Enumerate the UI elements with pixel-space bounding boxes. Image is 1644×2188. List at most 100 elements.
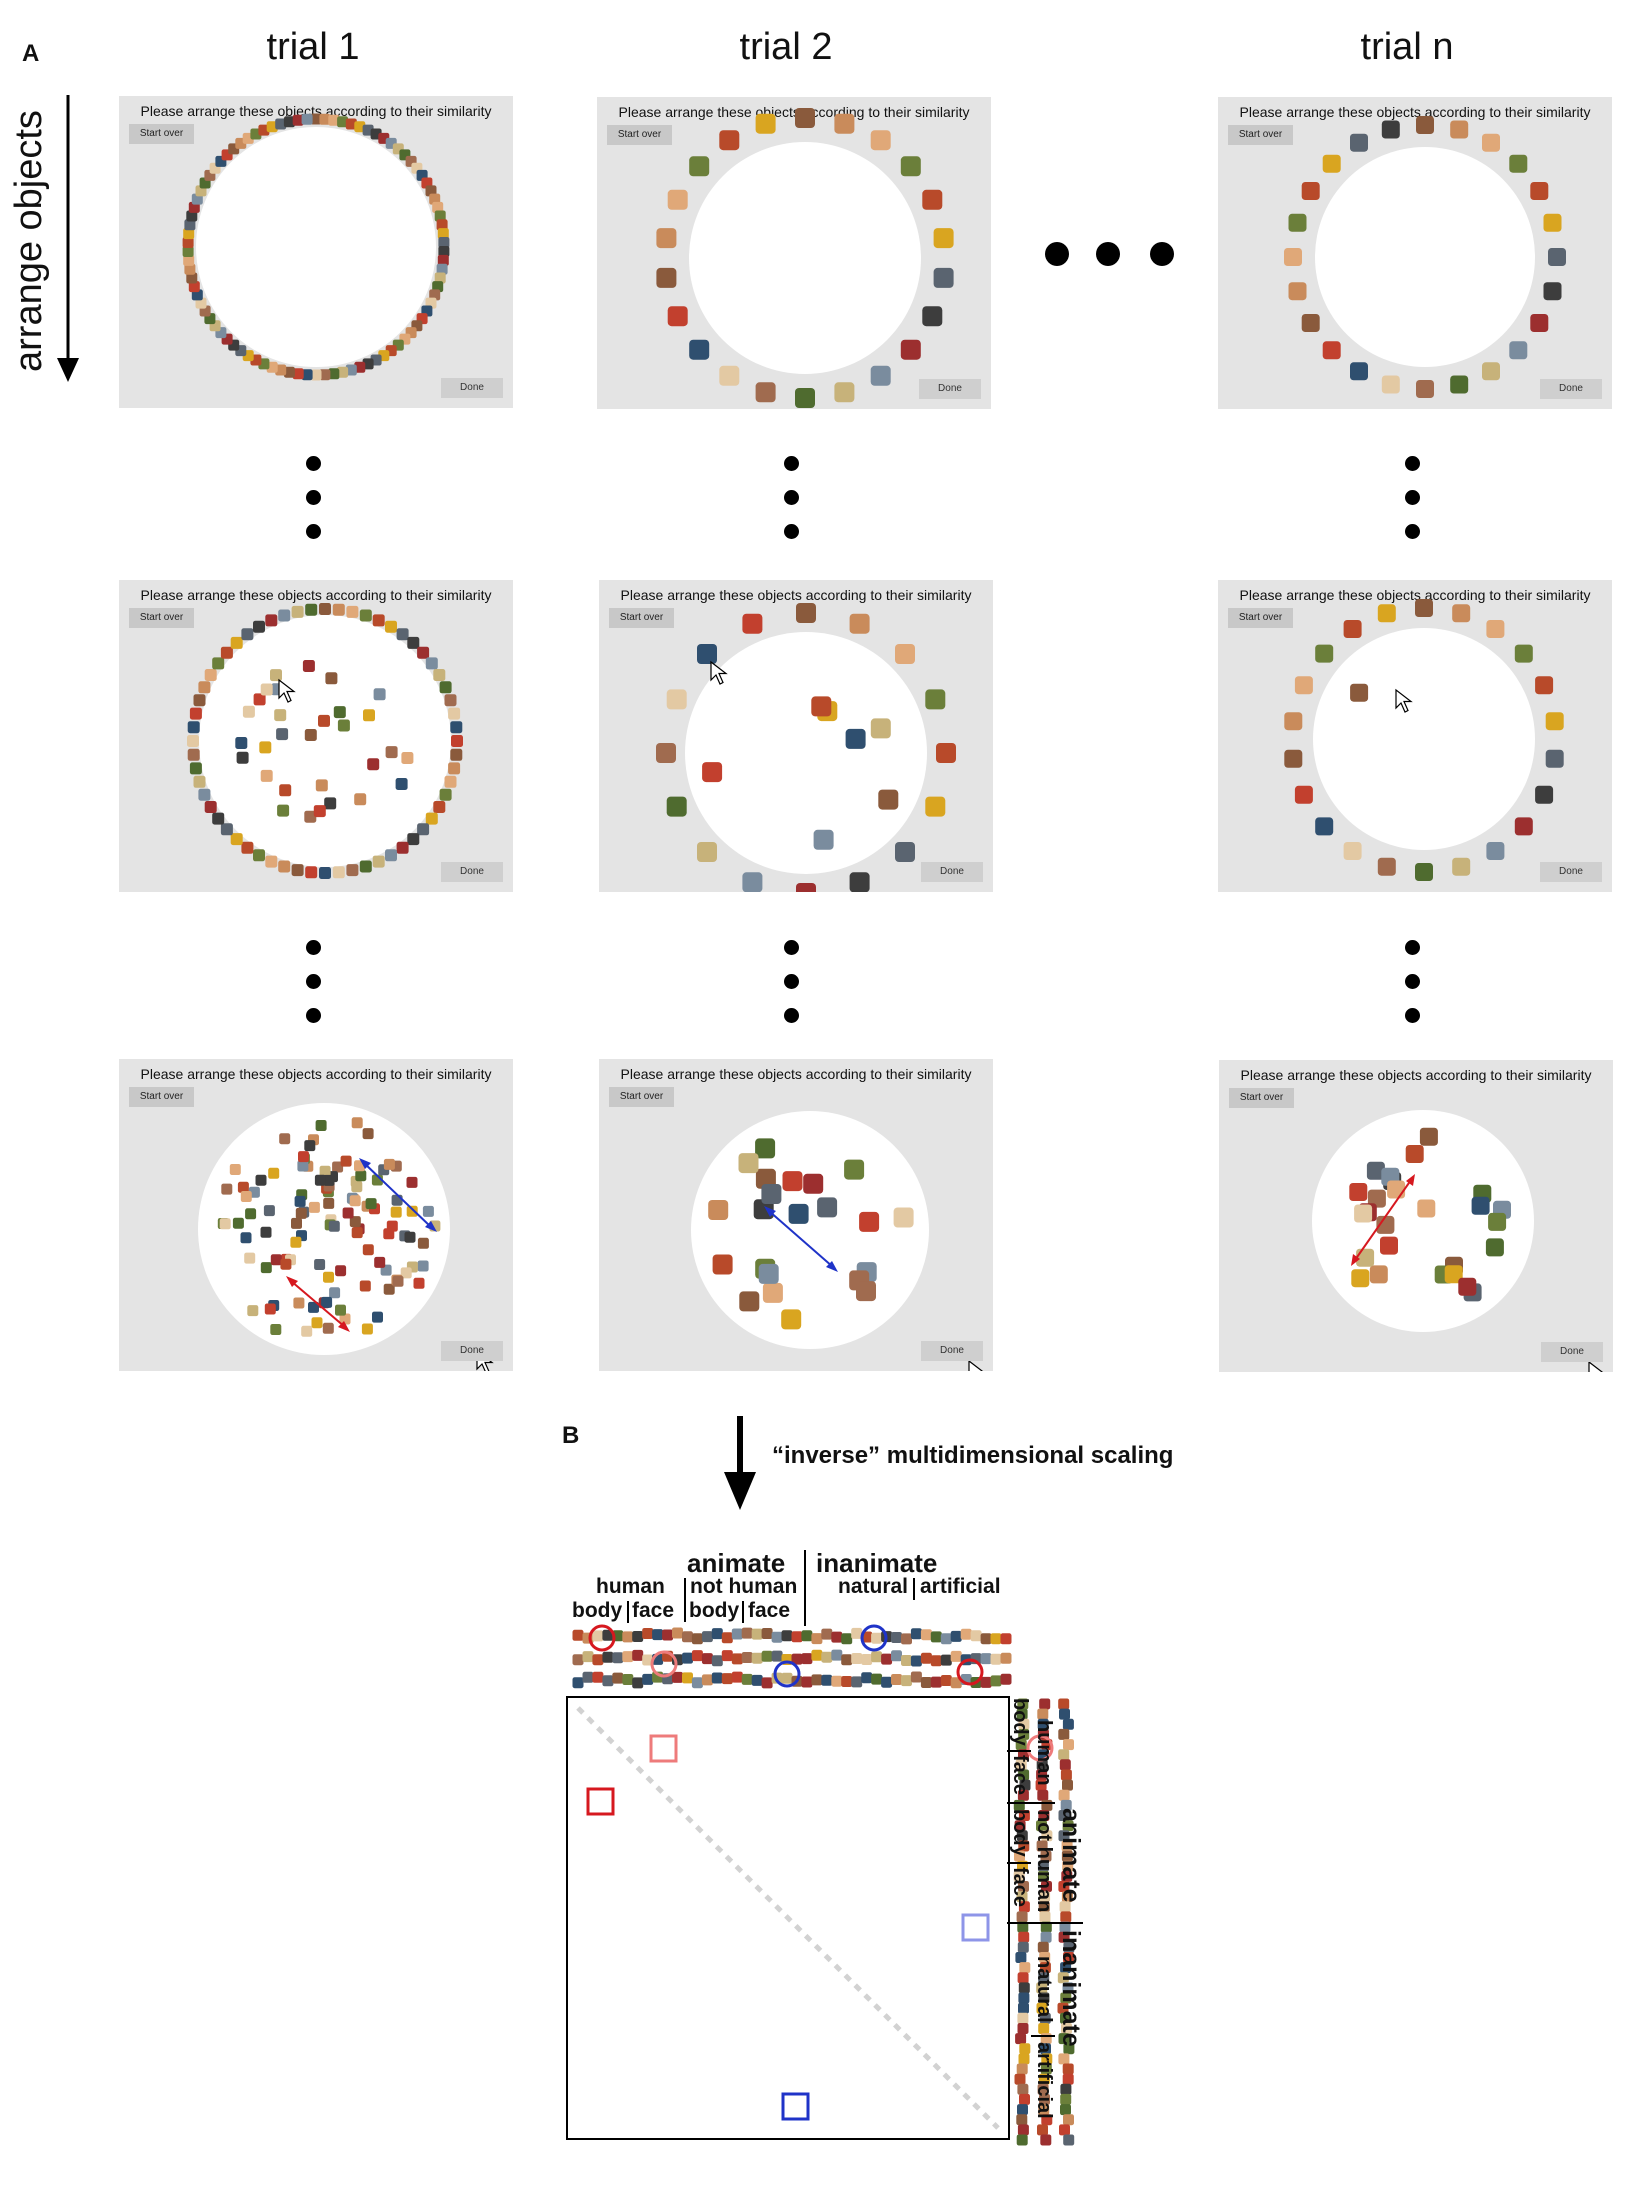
- vertical-ellipsis-dot: [784, 1008, 799, 1023]
- object-thumbnail: [1509, 341, 1528, 360]
- arrangement-arena[interactable]: [1313, 628, 1535, 850]
- screen-instruction: Please arrange these objects according t…: [140, 587, 492, 603]
- object-thumbnail: [702, 762, 723, 783]
- done-button[interactable]: Done: [1540, 862, 1602, 882]
- object-thumbnails[interactable]: [1219, 1060, 1613, 1372]
- object-thumbnails[interactable]: [119, 580, 513, 892]
- object-thumbnail: [1486, 842, 1505, 860]
- start-over-button[interactable]: Start over: [609, 608, 674, 628]
- vertical-ellipsis-dot: [1405, 456, 1420, 471]
- object-thumbnail: [950, 1677, 962, 1689]
- object-thumbnail: [803, 1173, 824, 1194]
- object-thumbnails[interactable]: [1218, 97, 1612, 409]
- object-thumbnail: [1041, 1830, 1053, 1842]
- object-thumbnail: [642, 1654, 654, 1666]
- object-thumbnail: [1038, 1901, 1050, 1913]
- ellipsis-dot: [1150, 242, 1174, 266]
- done-button[interactable]: Done: [921, 1341, 983, 1361]
- object-thumbnail: [656, 267, 677, 288]
- object-thumbnail: [831, 1675, 843, 1687]
- object-thumbnail: [437, 254, 449, 266]
- object-thumbnail: [1381, 120, 1400, 139]
- object-thumbnails[interactable]: [119, 96, 513, 408]
- start-over-button[interactable]: Start over: [609, 1087, 674, 1107]
- object-thumbnail: [1366, 1161, 1385, 1180]
- done-button[interactable]: Done: [1540, 379, 1602, 399]
- object-thumbnail: [813, 829, 834, 850]
- object-thumbnail: [1535, 676, 1554, 695]
- arrangement-arena[interactable]: [196, 127, 436, 367]
- done-button[interactable]: Done: [441, 1341, 503, 1361]
- pair-marker-light-red: [649, 1734, 678, 1763]
- object-thumbnails[interactable]: [1218, 580, 1612, 892]
- distance-arrows: [764, 1206, 838, 1272]
- done-button[interactable]: Done: [441, 862, 503, 882]
- object-thumbnail: [721, 1650, 733, 1662]
- object-thumbnail: [328, 114, 340, 126]
- object-thumbnail: [294, 1195, 306, 1207]
- object-thumbnail: [831, 1649, 843, 1661]
- object-thumbnail: [1018, 1982, 1030, 1994]
- object-thumbnail: [187, 721, 200, 734]
- object-thumbnail: [1018, 1840, 1030, 1852]
- object-thumbnails[interactable]: [119, 1059, 513, 1371]
- object-thumbnail: [791, 1653, 803, 1665]
- object-thumbnail: [1349, 1183, 1368, 1201]
- arrangement-arena[interactable]: [691, 1111, 929, 1349]
- object-thumbnail: [259, 741, 272, 754]
- object-thumbnail: [1000, 1633, 1012, 1645]
- object-thumbnail: [359, 860, 372, 873]
- object-thumbnail: [253, 620, 265, 633]
- arrangement-arena[interactable]: [1315, 147, 1535, 367]
- arrangement-screen: Please arrange these objects according t…: [597, 97, 991, 409]
- object-thumbnail: [731, 1628, 743, 1640]
- start-over-button[interactable]: Start over: [1228, 125, 1293, 145]
- object-thumbnail: [849, 872, 870, 892]
- object-thumbnail: [781, 1309, 802, 1330]
- panel-b-label: B: [562, 1422, 580, 1449]
- object-thumbnail: [1354, 1204, 1373, 1223]
- done-button[interactable]: Done: [919, 379, 981, 399]
- object-thumbnail: [1039, 1911, 1051, 1923]
- arrangement-arena[interactable]: [689, 142, 921, 374]
- start-over-button[interactable]: Start over: [129, 124, 194, 144]
- object-thumbnail: [1040, 1931, 1052, 1943]
- object-thumbnail: [270, 1324, 282, 1335]
- object-thumbnail: [1017, 2023, 1029, 2034]
- done-button[interactable]: Done: [921, 862, 983, 882]
- start-over-button[interactable]: Start over: [129, 1087, 194, 1107]
- object-thumbnail: [697, 644, 717, 664]
- object-thumbnail: [895, 842, 915, 862]
- object-thumbnail: [1301, 182, 1320, 200]
- start-over-button[interactable]: Start over: [1229, 1088, 1294, 1108]
- object-thumbnails[interactable]: [599, 1059, 993, 1371]
- object-thumbnail: [741, 1652, 753, 1663]
- object-thumbnail: [266, 121, 278, 133]
- object-thumbnail: [755, 1138, 776, 1159]
- object-thumbnail: [1038, 1972, 1050, 1984]
- done-button[interactable]: Done: [441, 378, 503, 398]
- object-thumbnail: [831, 1631, 843, 1643]
- start-over-button[interactable]: Start over: [607, 125, 672, 145]
- object-thumbnail: [354, 793, 367, 806]
- object-thumbnail: [1036, 1769, 1048, 1781]
- object-thumbnail: [845, 728, 866, 749]
- arrangement-arena[interactable]: [198, 1103, 450, 1355]
- done-button[interactable]: Done: [1541, 1342, 1603, 1362]
- object-thumbnail: [1063, 2114, 1074, 2126]
- object-thumbnail: [1040, 1850, 1052, 1862]
- object-thumbnail: [851, 1627, 863, 1639]
- object-thumbnail: [1037, 1718, 1049, 1730]
- object-thumbnail: [359, 609, 372, 622]
- highlight-ring: [588, 1624, 616, 1652]
- object-thumbnail: [1301, 314, 1320, 332]
- pair-marker-light-blue: [961, 1913, 990, 1942]
- start-over-button[interactable]: Start over: [129, 608, 194, 628]
- object-thumbnails[interactable]: [599, 580, 993, 892]
- object-thumbnail: [1063, 1739, 1074, 1751]
- object-thumbnail: [279, 784, 292, 797]
- start-over-button[interactable]: Start over: [1228, 608, 1293, 628]
- object-thumbnails[interactable]: [597, 97, 991, 409]
- object-thumbnail: [1482, 362, 1500, 381]
- object-thumbnail: [861, 1654, 873, 1665]
